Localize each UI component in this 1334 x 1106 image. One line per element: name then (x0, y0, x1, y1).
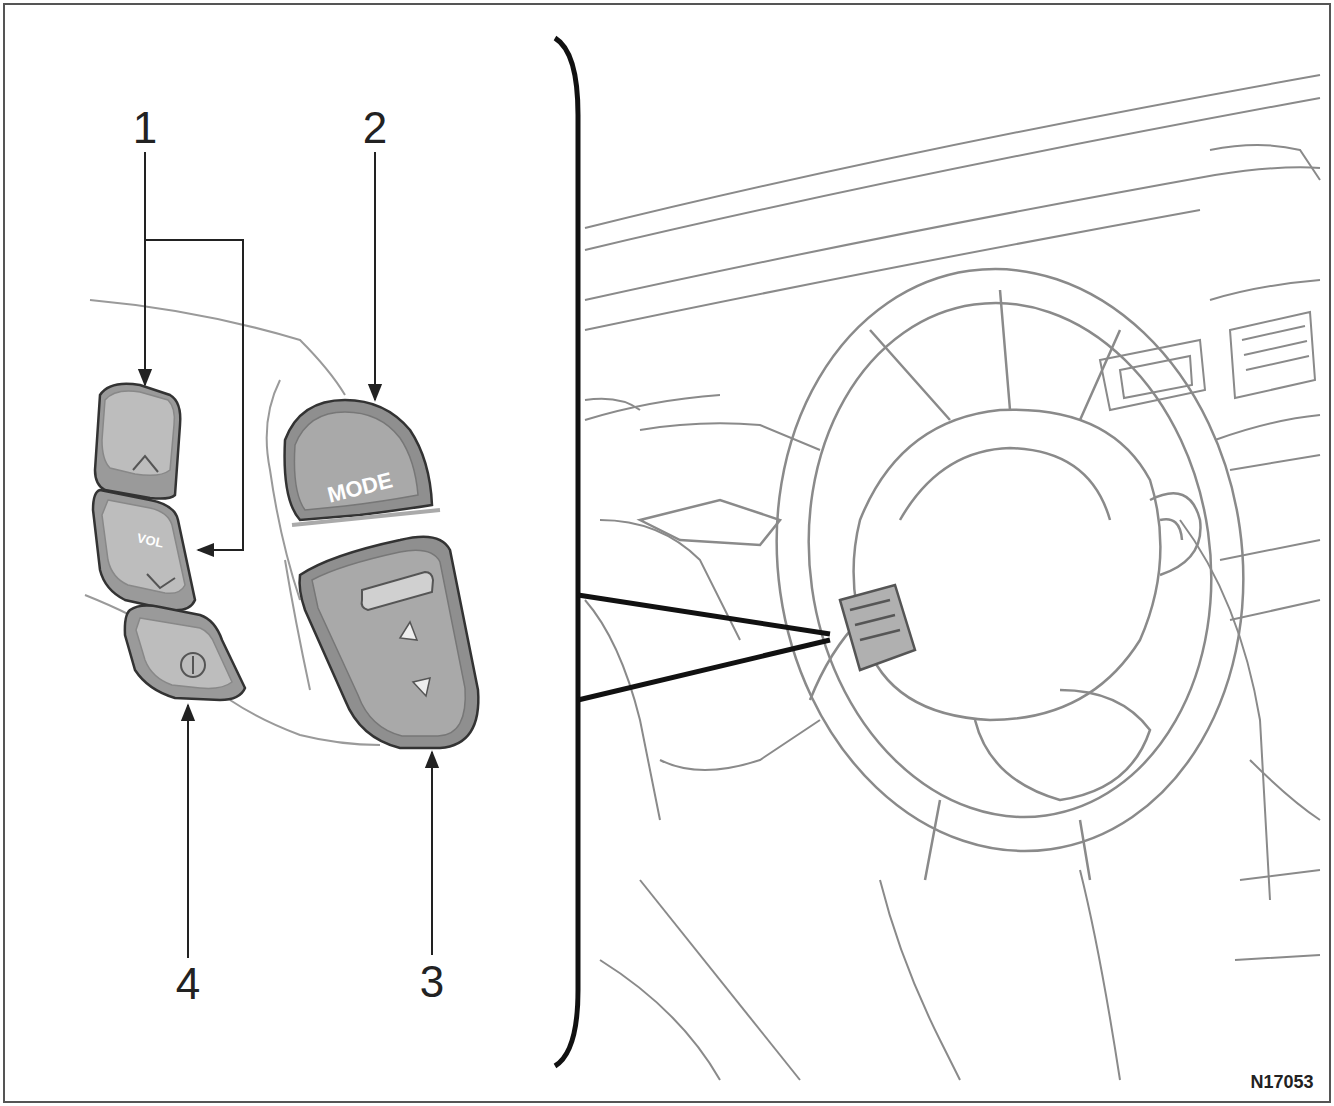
car-interior-part (1242, 326, 1309, 370)
car-interior-part (880, 880, 960, 1080)
callout-number: 3 (420, 960, 444, 1004)
phone-button-part (192, 656, 194, 674)
figure-code: N17053 (1250, 1073, 1313, 1091)
mode-button (285, 400, 440, 525)
mode-button-part (285, 400, 432, 520)
switch-housing-part (90, 300, 345, 395)
steering-wheel-part (870, 290, 1120, 420)
vol-up-button-part (102, 391, 174, 475)
vol-up-button-part (95, 384, 180, 499)
frame (4, 4, 1330, 1102)
car-interior-part (1215, 415, 1320, 440)
mode-button-part (292, 510, 440, 525)
car-interior-part (585, 395, 720, 420)
car-interior-part (660, 720, 820, 770)
callout-number: 2 (363, 106, 387, 150)
leader-lines-part (144, 152, 146, 385)
car-interior-part (1230, 455, 1320, 470)
steering-wheel-part (900, 448, 1110, 520)
mode-button-part (294, 412, 418, 510)
detail-bracket (555, 38, 830, 1066)
vol-down-button (93, 490, 195, 610)
phone-button-part (136, 618, 232, 688)
car-interior-part (1220, 540, 1320, 560)
steering-wheel-part (975, 690, 1150, 800)
car-interior-part (585, 98, 1320, 250)
car-interior-part (585, 210, 1200, 330)
car-interior-part (640, 880, 800, 1080)
steering-wheel-part (640, 500, 780, 545)
leader-lines-part (374, 152, 376, 400)
detail-bracket-part (578, 595, 830, 634)
leader-lines-part (431, 752, 433, 955)
steering-wheel-part (1150, 493, 1201, 575)
car-interior-part (1210, 145, 1320, 180)
vol-down-button-part (93, 490, 195, 610)
leader-lines-part (145, 240, 243, 550)
leader-lines (145, 152, 432, 958)
car-interior-part (1080, 870, 1120, 1080)
seek-button-part (413, 678, 430, 696)
seek-button (300, 537, 479, 748)
car-interior-part (585, 75, 1320, 228)
steering-wheel (640, 239, 1280, 882)
steering-wheel-part (1160, 519, 1182, 540)
steering-wheel-part (776, 277, 1244, 844)
car-interior-part (585, 600, 660, 820)
phone-button-part (125, 606, 245, 700)
car-interior-part (1210, 280, 1320, 300)
steering-wheel-part (925, 800, 1090, 880)
seek-button-part (312, 550, 465, 736)
seek-button-part (362, 572, 433, 610)
car-interior-part (600, 520, 740, 640)
car-interior-part (1235, 870, 1320, 960)
car-interior-part (600, 960, 720, 1080)
car-interior-part (1250, 760, 1320, 820)
vol-down-button-part (102, 500, 185, 593)
vol-down-button-part (147, 574, 175, 588)
car-interior-part (585, 399, 640, 410)
steering-wheel-part (740, 239, 1281, 882)
steering-wheel-part (854, 410, 1161, 720)
vol-up-button (95, 384, 180, 499)
detail-bracket-part (555, 38, 578, 1066)
steering-wheel-part (840, 585, 915, 670)
steering-wheel-part (850, 600, 900, 640)
callout-number: 4 (176, 962, 200, 1006)
detail-bracket-part (578, 640, 830, 700)
car-interior (585, 75, 1320, 1080)
phone-button-part (181, 653, 205, 677)
leader-lines-part (187, 705, 189, 958)
car-interior-part (1180, 520, 1270, 900)
car-interior-part (1230, 312, 1315, 398)
phone-button (125, 606, 245, 700)
frame-part (4, 4, 1330, 1102)
seek-button-part (400, 622, 417, 640)
seek-button-part (300, 537, 479, 748)
vol-up-button-part (133, 456, 158, 472)
callout-number: 1 (133, 106, 157, 150)
car-interior-part (585, 167, 1320, 300)
